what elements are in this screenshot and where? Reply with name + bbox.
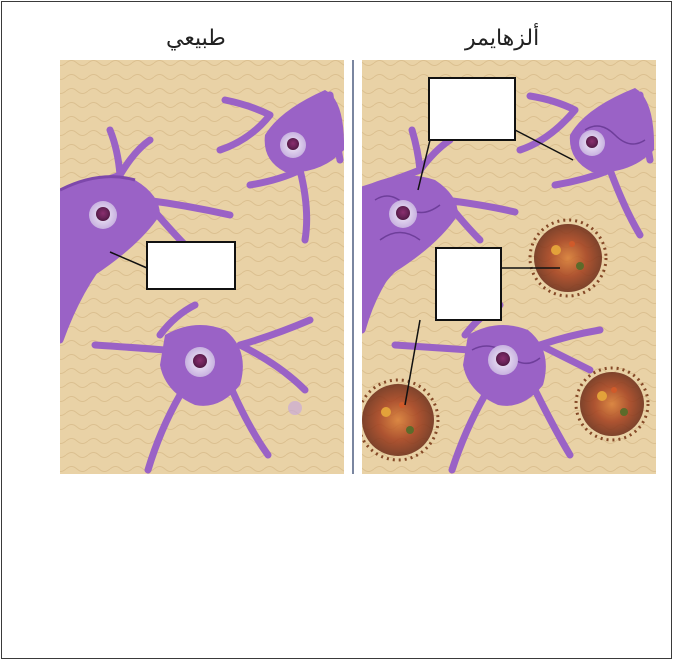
alz-mid-label-box [436,248,501,320]
normal-label-box [147,242,235,289]
alzheimer-tissue-panel [358,60,656,474]
alz-top-label-box [429,78,515,140]
normal-cell-fragment [288,401,302,415]
normal-tissue-panel [60,60,344,474]
